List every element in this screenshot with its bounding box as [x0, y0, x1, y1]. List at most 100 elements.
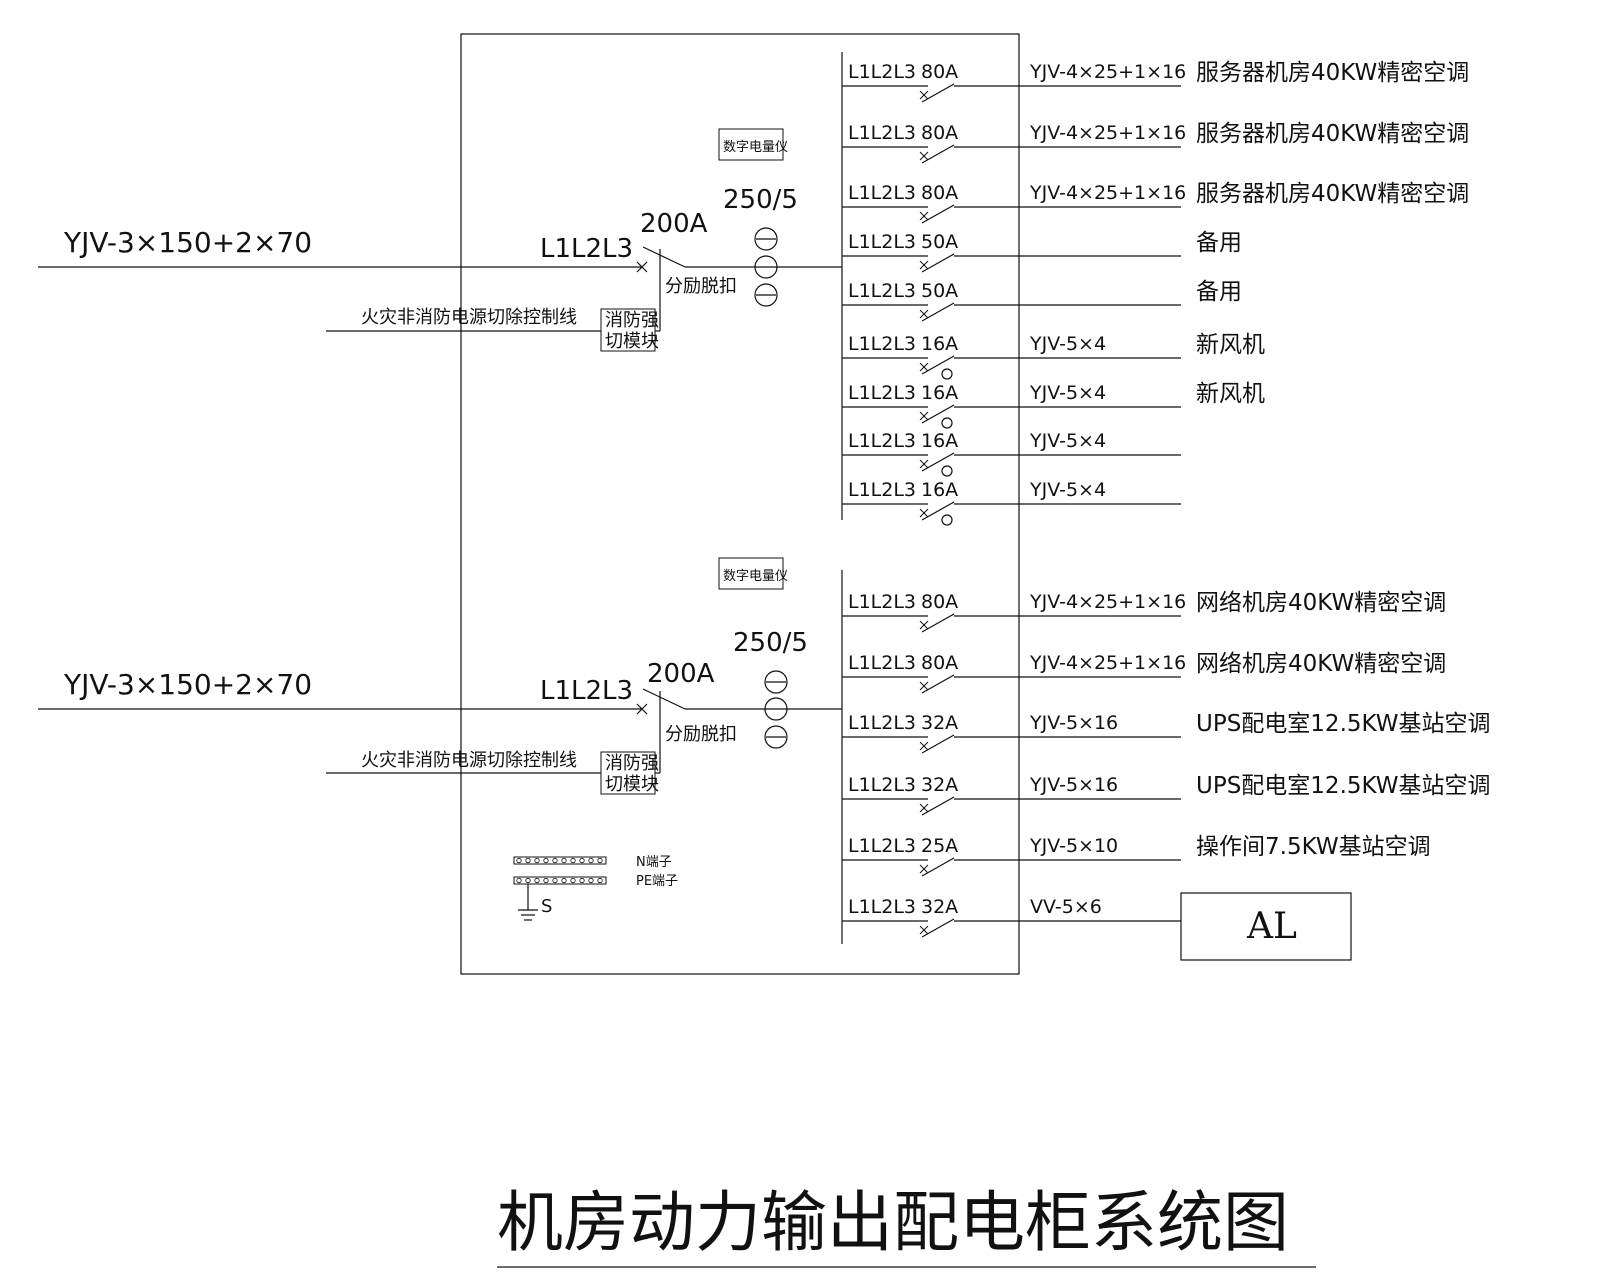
bus1-circuit-3-rating: 80A [921, 182, 958, 204]
incomer-1-fire-module [600, 308, 656, 352]
bus1-circuit-1-load: 服务器机房40KW精密空调 [1196, 60, 1469, 86]
pe-terminal-dot [570, 877, 576, 884]
incomer-1-shunt-trip: 分励脱扣 [665, 276, 737, 297]
incomer-2-phase-label: L1L2L3 [540, 676, 633, 706]
incomer-2-shunt-trip: 分励脱扣 [665, 724, 737, 745]
pe-terminal-dot [552, 877, 558, 884]
bus1-circuit-6-cable: YJV-5×4 [1029, 333, 1106, 355]
pe-terminal-label: PE端子 [636, 874, 678, 889]
bus2-circuit-1-cable: YJV-4×25+1×16 [1029, 591, 1186, 613]
bus1-circuit-6-switch [921, 355, 955, 375]
incomer-1-meter-label: 数字电量仪 [723, 140, 788, 155]
bus1-circuit-5-phase: L1L2L3 [848, 280, 916, 302]
al-box-label: AL [1246, 906, 1297, 947]
incomer-2-module-line1: 消防强 [605, 753, 659, 774]
bus2-circuit-5-cable: YJV-5×10 [1029, 835, 1118, 857]
bus1-circuit-1-rating: 80A [921, 61, 958, 83]
bus2-circuit-4-rating: 32A [921, 774, 958, 796]
bus2-circuit-6-phase: L1L2L3 [848, 896, 916, 918]
bus1-circuit-7-switch [921, 404, 955, 424]
incomer-2-fire-control-line: 火灾非消防电源切除控制线 [361, 750, 577, 771]
bus1-circuit-9-rcd-icon [941, 514, 953, 526]
pe-terminal-dot [516, 877, 522, 884]
bus1-circuit-2-switch [921, 144, 955, 164]
bus1-circuit-4-switch [921, 253, 955, 273]
bus1-circuit-6-load: 新风机 [1196, 332, 1265, 358]
incomer-1-ct-3 [754, 283, 778, 307]
bus1-circuit-7-phase: L1L2L3 [848, 382, 916, 404]
bus1-circuit-8-rating: 16A [921, 430, 958, 452]
incomer-2-ct-1 [764, 670, 788, 694]
bus1-circuit-7-rating: 16A [921, 382, 958, 404]
pe-terminal-dot [579, 877, 585, 884]
bus1-circuit-3-phase: L1L2L3 [848, 182, 916, 204]
pe-terminal-dot [561, 877, 567, 884]
incomer-2-feeder-cable: YJV-3×150+2×70 [63, 668, 312, 701]
bus1-circuit-2-cable: YJV-4×25+1×16 [1029, 122, 1186, 144]
diagram-title: 机房动力输出配电柜系统图 [497, 1184, 1289, 1261]
incomer-1-phase-label: L1L2L3 [540, 234, 633, 264]
n-terminal-dot [570, 857, 576, 864]
bus1-circuit-8-cable: YJV-5×4 [1029, 430, 1106, 452]
bus1-circuit-9-phase: L1L2L3 [848, 479, 916, 501]
bus1-circuit-8-rcd-icon [941, 465, 953, 477]
n-terminal-dot [561, 857, 567, 864]
bus2-circuit-2-rating: 80A [921, 652, 958, 674]
bus1-circuit-7-cable: YJV-5×4 [1029, 382, 1106, 404]
n-terminal-dot [543, 857, 549, 864]
bus2-circuit-5-rating: 25A [921, 835, 958, 857]
n-terminal-label: N端子 [636, 855, 672, 870]
bus2-circuit-3-rating: 32A [921, 712, 958, 734]
incomer-1-ct-ratio: 250/5 [723, 185, 798, 215]
incomer-2-breaker-rating: 200A [647, 659, 715, 689]
bus2-circuit-2-cable: YJV-4×25+1×16 [1029, 652, 1186, 674]
bus2-circuit-3-load: UPS配电室12.5KW基站空调 [1196, 711, 1491, 737]
bus1-circuit-4-phase: L1L2L3 [848, 231, 916, 253]
n-terminal-dot [588, 857, 594, 864]
n-terminal-dot [516, 857, 522, 864]
bus1-circuit-3-cable: YJV-4×25+1×16 [1029, 182, 1186, 204]
pe-terminal-dot [525, 877, 531, 884]
bus2-circuit-1-phase: L1L2L3 [848, 591, 916, 613]
bus1-circuit-2-rating: 80A [921, 122, 958, 144]
ground-label: S [541, 896, 552, 917]
bus1-circuit-8-switch [921, 452, 955, 472]
bus2-circuit-1-rating: 80A [921, 591, 958, 613]
al-box [1180, 892, 1352, 961]
bus2-circuit-2-phase: L1L2L3 [848, 652, 916, 674]
bus2-circuit-3-phase: L1L2L3 [848, 712, 916, 734]
incomer-2: YJV-3×150+2×70 L1L2L3 200A 分励脱扣 250/5 数字… [38, 557, 842, 795]
bus2-circuit-1-load: 网络机房40KW精密空调 [1196, 590, 1446, 616]
bus1-circuit-3-switch [921, 204, 955, 224]
bus1-circuit-4-load: 备用 [1196, 230, 1242, 256]
n-terminal-dot [597, 857, 603, 864]
bus2-circuit-6-cable: VV-5×6 [1030, 896, 1102, 918]
incomer-2-meter-label: 数字电量仪 [723, 569, 788, 584]
bus1-circuit-1-phase: L1L2L3 [848, 61, 916, 83]
bus2-circuit-4-phase: L1L2L3 [848, 774, 916, 796]
incomer-1-fire-control-line: 火灾非消防电源切除控制线 [361, 307, 577, 328]
bus1-circuit-5-switch [921, 302, 955, 322]
incomer-1-module-line1: 消防强 [605, 310, 659, 331]
bus1-circuit-9-rating: 16A [921, 479, 958, 501]
incomer-1-ct-2 [754, 255, 778, 279]
n-terminal-dot [579, 857, 585, 864]
incomer-2-meter-box [718, 557, 784, 590]
bus2-circuit-2-load: 网络机房40KW精密空调 [1196, 651, 1446, 677]
bus1-circuit-2-load: 服务器机房40KW精密空调 [1196, 121, 1469, 147]
incomer-2-ct-2 [764, 697, 788, 721]
bus2-circuit-4-cable: YJV-5×16 [1029, 774, 1118, 796]
incomer-1-feeder-cable: YJV-3×150+2×70 [63, 226, 312, 259]
bus1-circuit-3-load: 服务器机房40KW精密空调 [1196, 181, 1469, 207]
